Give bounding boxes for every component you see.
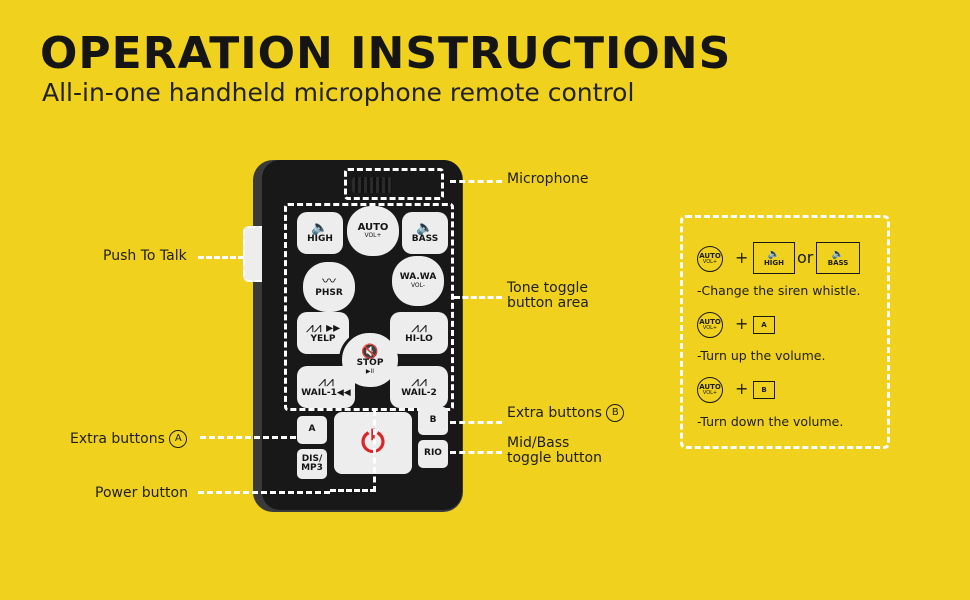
auto-vol-up-button[interactable]: AUTO VOL+ — [347, 206, 399, 256]
phsr-button[interactable]: 〰 PHSR — [303, 262, 355, 312]
tone-toggle-area-outline — [284, 203, 454, 411]
mute-icon: 🔇 — [361, 344, 379, 361]
tone-toggle-leader-line — [454, 296, 502, 299]
extra-buttons-b-label: Extra buttons B — [507, 404, 625, 422]
yelp-button[interactable]: ⩘⩘ ▸▸ YELP — [297, 312, 349, 354]
speaker-icon: 🔈 — [416, 220, 434, 237]
power-icon: ⏻ — [361, 425, 385, 461]
wail-1-button[interactable]: ⩘⩘ WAIL-1◀◀ — [297, 366, 355, 408]
high-button[interactable]: 🔈 HIGH — [297, 212, 343, 254]
page-subtitle: All-in-one handheld microphone remote co… — [42, 78, 635, 107]
wave-icon: ⩘⩘ ▸▸ — [305, 320, 341, 337]
mid-bass-leader-line — [450, 451, 502, 454]
speaker-icon: 🔈 — [311, 220, 329, 237]
hi-lo-button[interactable]: ⩘⩘ HI-LO — [390, 312, 448, 354]
combination-legend — [680, 215, 890, 449]
microphone-leader-line — [450, 180, 502, 183]
legend-b-chip: B — [753, 381, 775, 399]
power-button-outline — [330, 410, 376, 492]
wave-icon: 〰 — [322, 274, 336, 291]
microphone-label: Microphone — [507, 171, 589, 187]
wawa-vol-down-button[interactable]: WA.WA VOL- — [392, 256, 444, 306]
push-to-talk-leader-line — [198, 256, 244, 259]
legend-desc-volume-down: -Turn down the volume. — [697, 414, 844, 429]
extra-button-b[interactable]: B — [418, 407, 448, 435]
push-to-talk-label: Push To Talk — [103, 248, 187, 264]
extra-buttons-a-label: Extra buttons A — [70, 430, 188, 448]
wave-icon: ⩘⩘ — [411, 374, 427, 391]
tone-toggle-label: Tone toggle button area — [507, 280, 589, 311]
legend-bass-chip: 🔈 BASS — [816, 242, 860, 274]
page-title: OPERATION INSTRUCTIONS — [40, 28, 732, 79]
plus-sign: + — [735, 248, 749, 267]
extra-button-a[interactable]: A — [297, 416, 327, 444]
rio-button[interactable]: RIO — [418, 440, 448, 468]
legend-auto-chip: AUTO VOL+ — [697, 377, 723, 403]
wave-icon: ⩘⩘ — [318, 374, 334, 391]
or-text: or — [797, 248, 814, 267]
dis-mp3-button[interactable]: DIS/ MP3 — [297, 449, 327, 479]
bass-button[interactable]: 🔈 BASS — [402, 212, 448, 254]
wail-2-button[interactable]: ⩘⩘ WAIL-2 — [390, 366, 448, 408]
extra-b-leader-line — [450, 421, 502, 424]
plus-sign: + — [735, 379, 749, 398]
speaker-icon: 🔈 — [831, 248, 845, 260]
power-button-label: Power button — [95, 485, 188, 501]
legend-desc-volume-up: -Turn up the volume. — [697, 348, 826, 363]
legend-a-chip: A — [753, 316, 775, 334]
legend-auto-chip: AUTO VOL+ — [697, 312, 723, 338]
mid-bass-label: Mid/Bass toggle button — [507, 435, 602, 466]
legend-desc-siren: -Change the siren whistle. — [697, 283, 861, 298]
microphone-area-outline — [344, 168, 444, 200]
legend-high-chip: 🔈 HIGH — [753, 242, 795, 274]
power-leader-line — [198, 491, 330, 494]
legend-auto-chip: AUTO VOL+ — [697, 246, 723, 272]
extra-a-leader-line — [200, 436, 296, 439]
wave-icon: ⩘⩘ — [411, 320, 427, 337]
plus-sign: + — [735, 314, 749, 333]
speaker-icon: 🔈 — [767, 248, 781, 260]
microphone-grille — [352, 177, 392, 193]
